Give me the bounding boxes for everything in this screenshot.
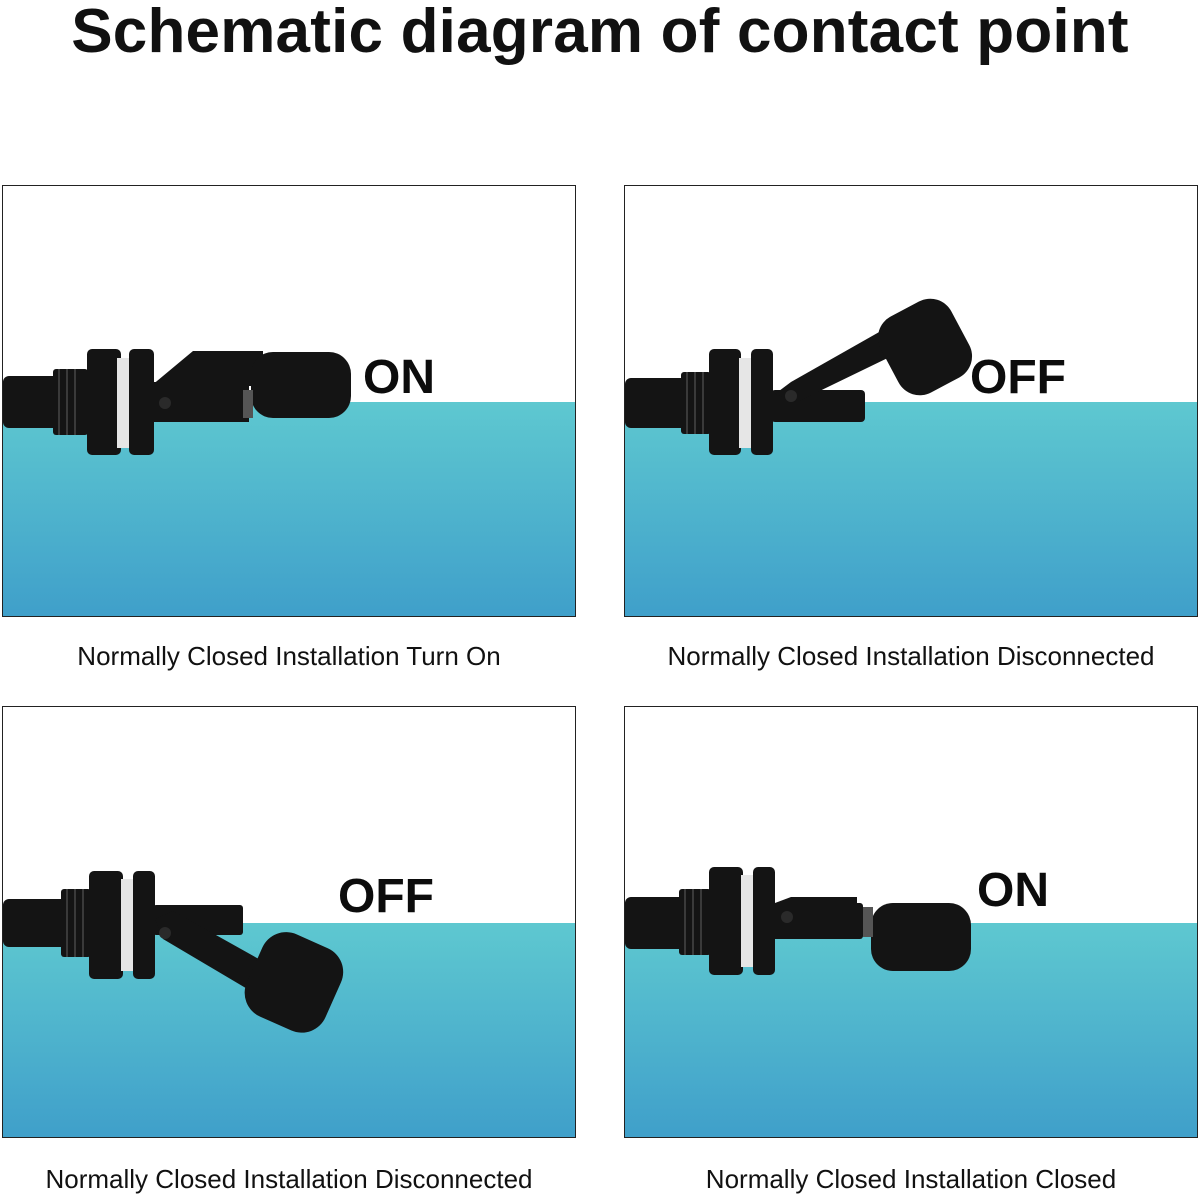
float-switch-illustration <box>3 871 575 1137</box>
state-label: ON <box>977 864 1049 917</box>
caption: Normally Closed Installation Turn On <box>77 641 501 671</box>
caption: Normally Closed Installation Disconnecte… <box>667 641 1155 671</box>
panel-normally-closed-closed: ON <box>624 706 1198 1138</box>
float-switch <box>625 298 973 455</box>
caption: Normally Closed Installation Disconnecte… <box>45 1164 533 1194</box>
float-switch <box>625 867 971 975</box>
float-switch-illustration <box>625 298 1197 616</box>
state-label: OFF <box>970 351 1066 404</box>
float-switch <box>3 349 351 455</box>
panel-normally-closed-turn-on: ON <box>2 185 576 617</box>
float-switch-illustration <box>625 867 1197 1137</box>
state-label: OFF <box>338 870 434 923</box>
float-switch <box>3 871 344 1033</box>
panel-normally-closed-disconnected-lowered: OFF <box>2 706 576 1138</box>
panel-normally-closed-disconnected-raised: OFF <box>624 185 1198 617</box>
diagram-title: Schematic diagram of contact point <box>71 0 1129 66</box>
caption: Normally Closed Installation Closed <box>705 1164 1117 1194</box>
float-switch-illustration <box>3 349 575 616</box>
state-label: ON <box>363 351 435 404</box>
